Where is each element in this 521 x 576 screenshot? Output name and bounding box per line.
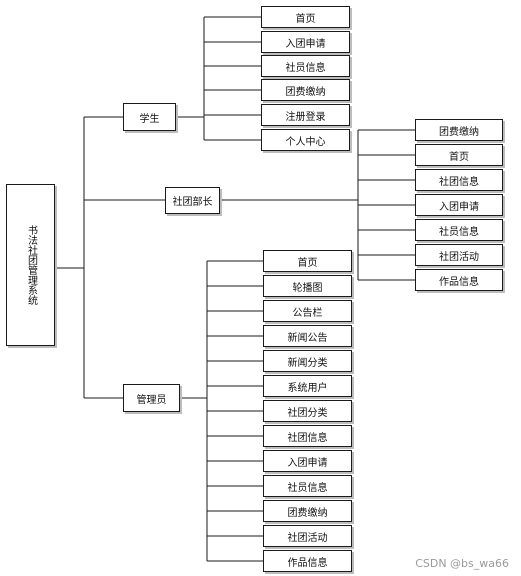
admin-item: 新闻分类 (263, 350, 352, 372)
leader-item: 作品信息 (415, 269, 503, 291)
leader-item: 团费缴纳 (415, 119, 503, 141)
student-item: 社员信息 (261, 55, 350, 77)
admin-item: 轮播图 (263, 275, 352, 297)
leader-item: 社团信息 (415, 169, 503, 191)
role-node-admin: 管理员 (123, 384, 180, 412)
admin-item: 作品信息 (263, 550, 352, 572)
admin-item: 系统用户 (263, 375, 352, 397)
leader-item: 社团活动 (415, 244, 503, 266)
leader-item: 首页 (415, 144, 503, 166)
student-item: 注册登录 (261, 104, 350, 126)
student-item: 首页 (261, 6, 350, 28)
admin-item: 公告栏 (263, 300, 352, 322)
student-item: 入团申请 (261, 31, 350, 53)
role-node-student: 学生 (123, 103, 176, 131)
role-node-leader: 社团部长 (165, 187, 220, 214)
admin-item: 入团申请 (263, 450, 352, 472)
leader-item: 入团申请 (415, 194, 503, 216)
admin-item: 首页 (263, 250, 352, 272)
admin-item: 团费缴纳 (263, 500, 352, 522)
admin-item: 社团分类 (263, 400, 352, 422)
admin-item: 社团活动 (263, 525, 352, 547)
root-node: 书法社团管理系统 (6, 184, 55, 346)
watermark-text: CSDN @bs_wa66 (415, 557, 509, 570)
admin-item: 社员信息 (263, 475, 352, 497)
admin-item: 新闻公告 (263, 325, 352, 347)
student-item: 团费缴纳 (261, 79, 350, 101)
admin-item: 社团信息 (263, 425, 352, 447)
student-item: 个人中心 (261, 129, 350, 151)
leader-item: 社员信息 (415, 219, 503, 241)
